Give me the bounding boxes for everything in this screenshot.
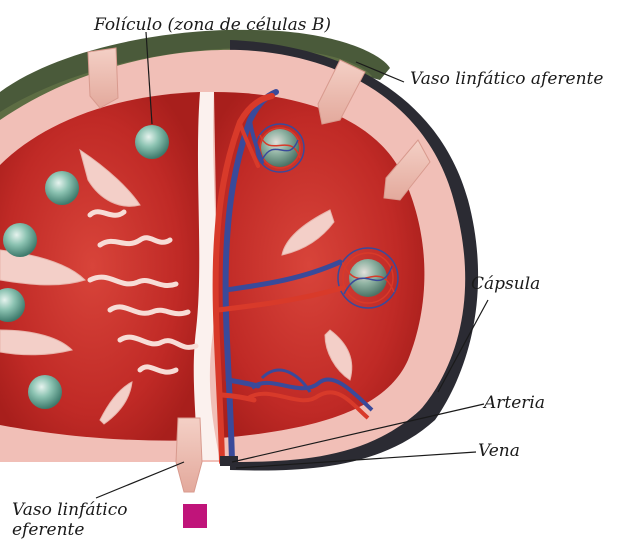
label-capsule: Cápsula — [471, 274, 540, 294]
follicle-2 — [45, 171, 79, 205]
label-efferent-lymph-vessel-line2: eferente — [12, 520, 84, 540]
label-vein: Vena — [478, 441, 520, 461]
follicle-3 — [3, 223, 37, 257]
label-efferent-lymph-vessel-line1: Vaso linfático — [12, 500, 128, 520]
label-afferent-lymph-vessel: Vaso linfático aferente — [410, 69, 603, 89]
follicle-5 — [28, 375, 62, 409]
follicle-1 — [135, 125, 169, 159]
leader-efferent — [96, 462, 184, 498]
label-follicle: Folículo (zona de células B) — [94, 15, 331, 35]
label-artery: Arteria — [484, 393, 545, 413]
color-marker — [183, 504, 207, 528]
